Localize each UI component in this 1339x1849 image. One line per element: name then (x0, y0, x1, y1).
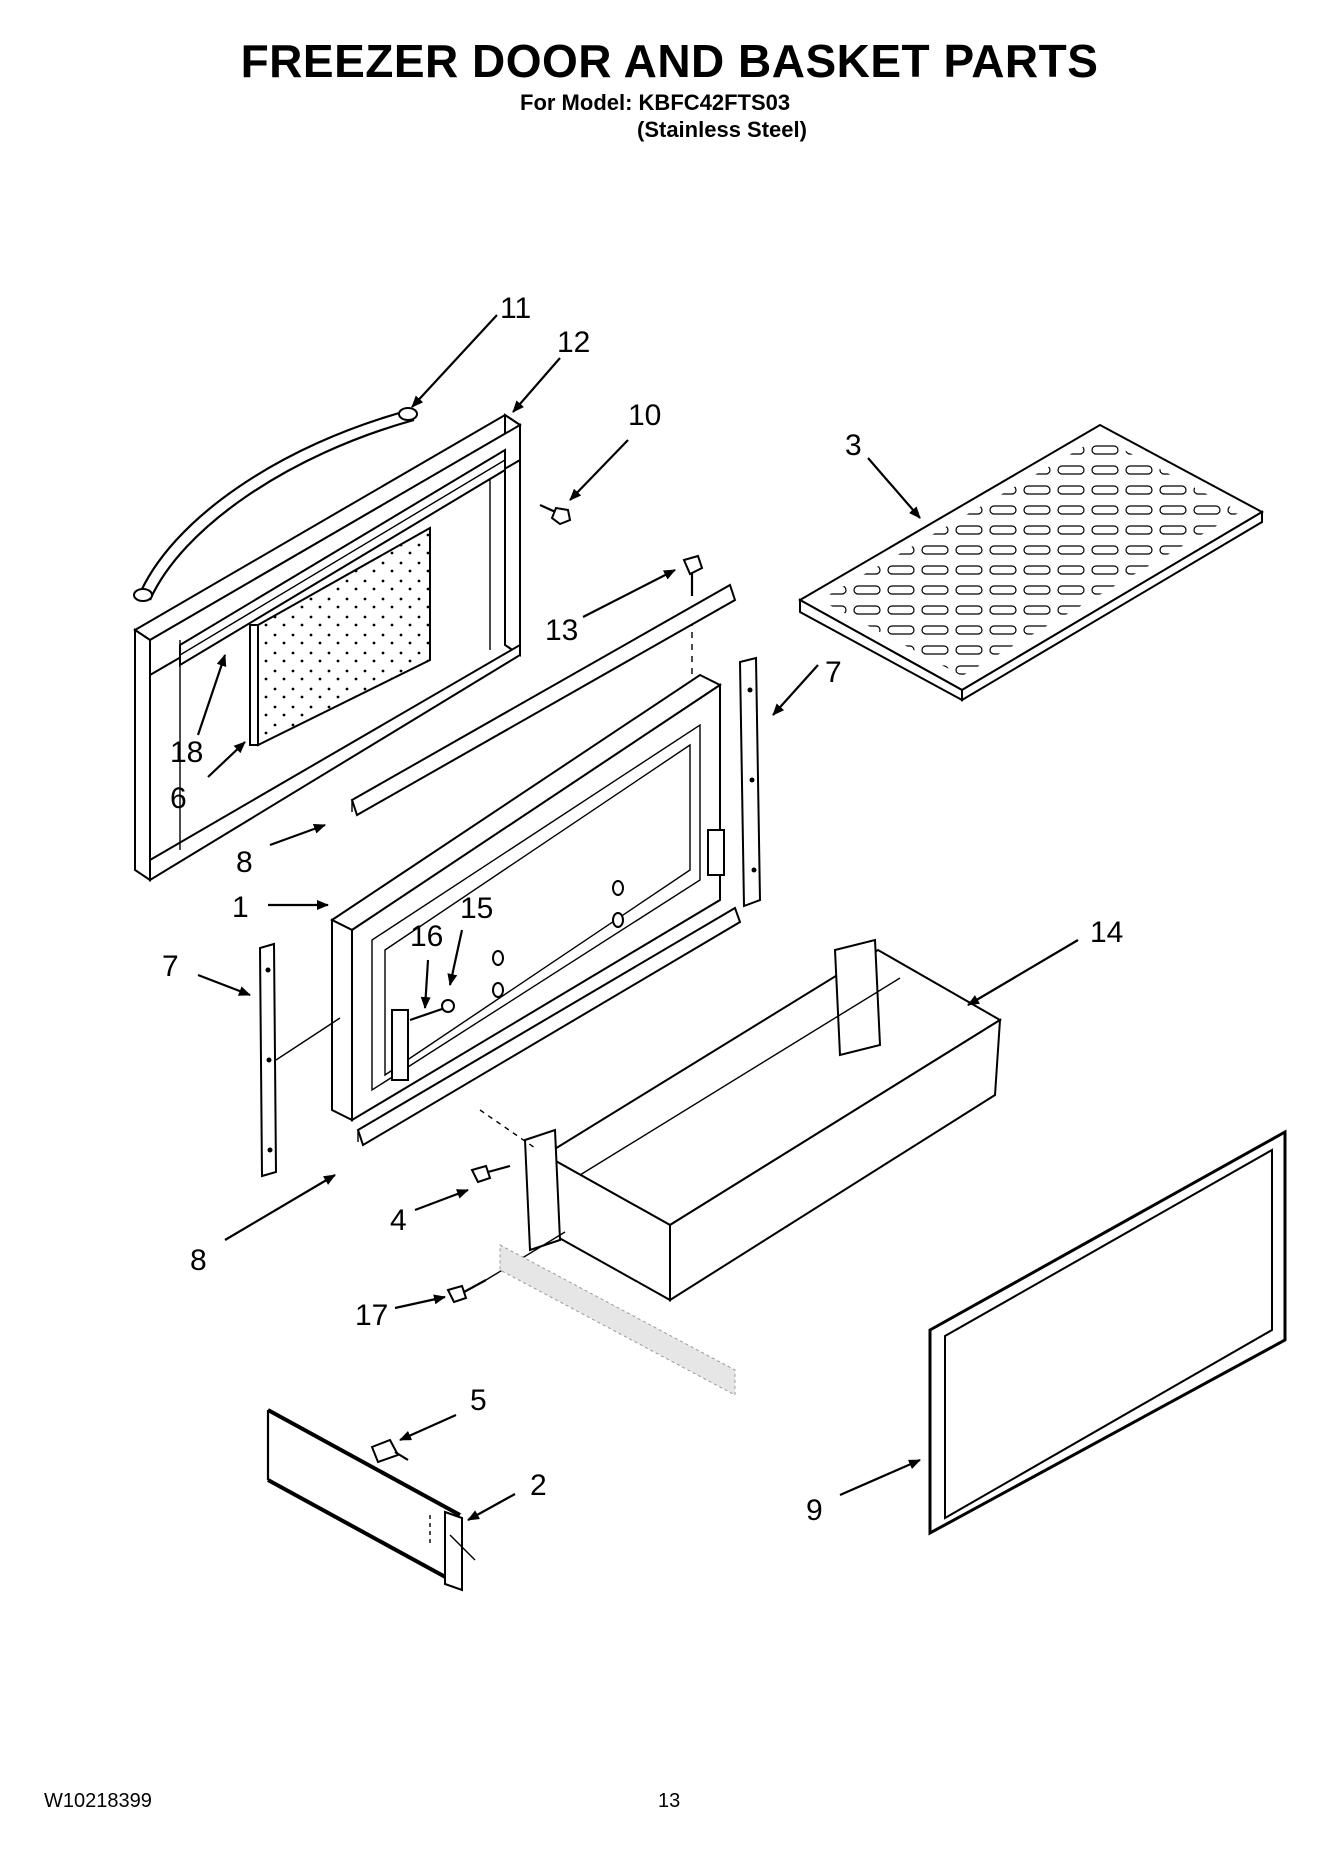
basket-part (479, 938, 1002, 1302)
callout-16: 16 (410, 920, 443, 953)
leader-7-right (772, 664, 819, 716)
callout-15: 15 (460, 892, 493, 925)
leader-8-lower (224, 1174, 336, 1241)
leader-14 (967, 939, 1079, 1006)
leader-7-left (197, 973, 251, 997)
leader-4 (414, 1188, 469, 1212)
callout-numbers: 11 12 10 3 13 7 18 6 8 1 16 15 14 7 4 8 … (162, 292, 1123, 1527)
leader-9 (839, 1458, 921, 1497)
leader-2 (467, 1493, 516, 1521)
page-number: 13 (658, 1790, 681, 1812)
callout-1: 1 (232, 891, 249, 924)
document-number: W10218399 (44, 1790, 152, 1812)
callout-2: 2 (530, 1469, 547, 1502)
lower-rail-part (356, 906, 742, 1147)
callout-8-lower: 8 (190, 1244, 207, 1277)
gasket-part (928, 1129, 1287, 1536)
leader-12 (512, 357, 561, 413)
callout-12: 12 (557, 326, 590, 359)
callout-11: 11 (500, 292, 531, 325)
leader-3 (867, 457, 921, 519)
leader-16 (420, 959, 431, 1009)
callout-7-left: 7 (162, 950, 179, 983)
leader-8-upper (269, 823, 326, 847)
callout-17: 17 (355, 1299, 388, 1332)
callout-14: 14 (1090, 916, 1123, 949)
screw-17-part (446, 1231, 736, 1396)
leader-18 (196, 654, 227, 736)
callout-9: 9 (806, 1494, 823, 1527)
callout-7-right: 7 (825, 656, 842, 689)
leader-13 (582, 569, 676, 618)
callout-18: 18 (170, 736, 203, 769)
callout-leaders (196, 314, 1079, 1521)
model-number: For Model: KBFC42FTS03 (520, 90, 791, 115)
callout-4: 4 (390, 1204, 407, 1237)
fastener-15-16-part (409, 999, 455, 1022)
callout-6: 6 (170, 782, 187, 815)
leader-6 (207, 741, 246, 778)
leader-17 (394, 1294, 446, 1310)
tray-part (797, 423, 1265, 702)
side-strip-left-part (258, 942, 341, 1178)
door-bracket-part (179, 448, 506, 667)
page-title: FREEZER DOOR AND BASKET PARTS (240, 35, 1099, 87)
side-strip-right-part (738, 656, 762, 908)
front-panel-part (266, 1408, 476, 1592)
callout-10: 10 (628, 399, 661, 432)
screw-4-part (470, 1164, 511, 1184)
callout-5: 5 (470, 1384, 487, 1417)
screw-10-part (539, 503, 572, 526)
inner-door-part (330, 673, 725, 1122)
screw-13-part (682, 554, 704, 690)
leader-15 (447, 929, 464, 986)
leader-10 (569, 439, 629, 501)
callout-8-upper: 8 (236, 846, 253, 879)
leader-5 (399, 1413, 457, 1442)
callout-3: 3 (845, 429, 862, 462)
upper-rail-part (350, 583, 737, 817)
perforated-panel-part (249, 526, 431, 747)
callout-13: 13 (545, 614, 578, 647)
model-variant: (Stainless Steel) (637, 117, 807, 142)
leader-11 (411, 314, 498, 408)
handle-part (133, 407, 418, 602)
screw-5-part (370, 1438, 409, 1464)
